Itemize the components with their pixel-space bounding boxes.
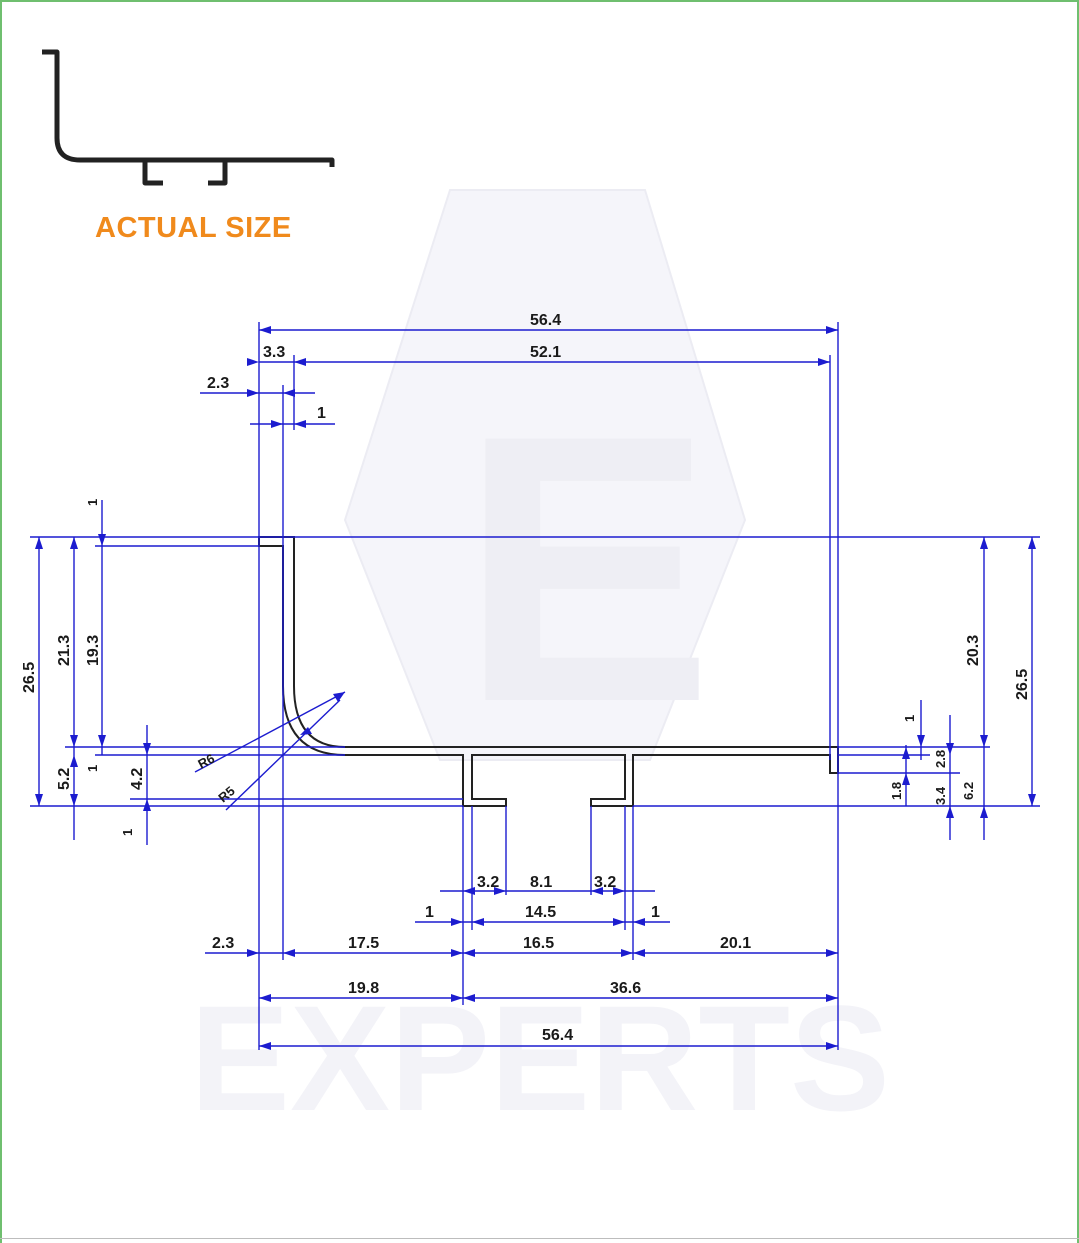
- dim-overall-width-bottom: 56.4: [542, 1027, 573, 1044]
- dim-height-5-2: 5.2: [56, 768, 73, 790]
- dim-height-2-8: 2.8: [933, 750, 948, 768]
- watermark-hexagon: [343, 189, 747, 761]
- dim-span-20-1: 20.1: [720, 935, 751, 952]
- dim-height-21-3: 21.3: [56, 635, 73, 666]
- dim-overall-width-top: 56.4: [530, 312, 561, 329]
- dim-thickness-1-mid-right: 1: [651, 904, 660, 921]
- dim-gap-8-1: 8.1: [530, 874, 552, 891]
- dim-height-3-4: 3.4: [933, 786, 948, 805]
- dim-offset-2-3-top: 2.3: [207, 375, 229, 392]
- dim-thickness-1-left-c: 1: [120, 829, 135, 836]
- dimension-lines: [30, 322, 1040, 1050]
- dim-thickness-1-left-a: 1: [85, 499, 100, 506]
- profile-outline: [258, 536, 839, 807]
- watermark-monogram: E: [460, 356, 713, 781]
- dim-overall-height-right: 26.5: [1014, 669, 1031, 700]
- dim-leg-3-2-left: 3.2: [477, 874, 499, 891]
- dim-thickness-1-right: 1: [902, 715, 917, 722]
- watermark-brand: EXPERTS: [190, 974, 890, 1142]
- dim-thickness-1-top: 1: [317, 405, 326, 422]
- dim-span-16-5: 16.5: [523, 935, 554, 952]
- actual-size-caption: ACTUAL SIZE: [95, 212, 292, 244]
- dimension-labels: 56.4 52.1 3.3 2.3 1 26.5 21.3 19.3 5.2 4…: [21, 312, 1031, 1044]
- dim-height-19-3: 19.3: [85, 635, 102, 666]
- dim-offset-2-3-bottom: 2.3: [212, 935, 234, 952]
- dim-span-17-5: 17.5: [348, 935, 379, 952]
- dim-thickness-1-mid-left: 1: [425, 904, 434, 921]
- watermark: E EXPERTS: [190, 189, 890, 1142]
- dim-height-20-3: 20.3: [965, 635, 982, 666]
- bottom-rule: [0, 1238, 1079, 1239]
- arrowheads: [35, 326, 1036, 1050]
- dim-thickness-1-left-b: 1: [85, 765, 100, 772]
- actual-size-profile: [42, 49, 335, 186]
- dim-flange-3-3: 3.3: [263, 344, 285, 361]
- dim-height-6-2: 6.2: [961, 782, 976, 800]
- dim-span-14-5: 14.5: [525, 904, 556, 921]
- dim-span-36-6: 36.6: [610, 980, 641, 997]
- dim-leg-3-2-right: 3.2: [594, 874, 616, 891]
- dim-height-4-2: 4.2: [129, 768, 146, 790]
- dim-span-19-8: 19.8: [348, 980, 379, 997]
- dim-overall-height-left: 26.5: [21, 662, 38, 693]
- dim-inner-width-top: 52.1: [530, 344, 561, 361]
- dim-radius-r6: R6: [195, 751, 217, 772]
- dim-height-1-8: 1.8: [889, 782, 904, 800]
